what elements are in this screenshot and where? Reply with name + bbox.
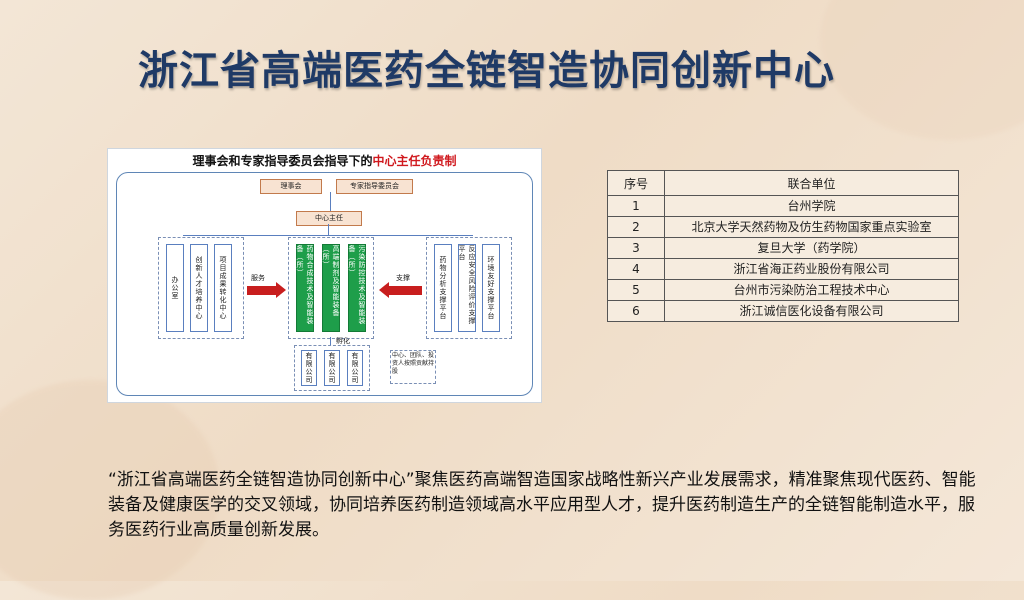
- org-chart-heading: 理事会和专家指导委员会指导下的中心主任负责制: [192, 154, 457, 168]
- org-chart-frame: [116, 172, 533, 396]
- support-arrow: [379, 282, 422, 298]
- table-header-row: 序号 联合单位: [607, 170, 959, 196]
- table-cell: 台州市污染防治工程技术中心: [664, 279, 959, 301]
- connector-line: [183, 235, 473, 236]
- company-group: [294, 345, 370, 391]
- connector-line: [330, 192, 331, 212]
- table-cell: 浙江省海正药业股份有限公司: [664, 258, 959, 280]
- support-label: 支撑: [396, 274, 410, 282]
- institute-group: [288, 237, 374, 339]
- expert-committee-box: 专家指导委员会: [336, 179, 413, 194]
- platform-column: 反应安全风险评价支撑平台: [458, 244, 476, 332]
- platform-column: 环境友好支撑平台: [482, 244, 500, 332]
- background-stain: [0, 380, 220, 600]
- table-cell: 北京大学天然药物及仿生药物国家重点实验室: [664, 216, 959, 238]
- talent-center-column: 创新人才培养中心: [190, 244, 208, 332]
- service-arrow: [247, 282, 286, 298]
- table-header: 序号: [607, 170, 665, 196]
- board-box: 理事会: [260, 179, 322, 194]
- company-column: 有限公司: [324, 350, 340, 386]
- platform-group: [426, 237, 512, 339]
- table-cell: 浙江诚信医化设备有限公司: [664, 300, 959, 322]
- platform-column: 药物分析支撑平台: [434, 244, 452, 332]
- table-cell: 5: [607, 279, 665, 301]
- connector-line: [328, 224, 329, 236]
- connector-line: [330, 337, 331, 345]
- office-column: 办公室: [166, 244, 184, 332]
- admin-group: [158, 237, 244, 339]
- table-cell: 2: [607, 216, 665, 238]
- table-cell: 4: [607, 258, 665, 280]
- table-header: 联合单位: [664, 170, 959, 196]
- table-cell: 3: [607, 237, 665, 259]
- table-cell: 1: [607, 195, 665, 217]
- incubate-label: 孵化: [336, 337, 350, 345]
- table-cell: 复旦大学（药学院）: [664, 237, 959, 259]
- table-cell: 6: [607, 300, 665, 322]
- incubate-note: 中心、团队、投资人按照贡献持股: [390, 350, 436, 384]
- org-chart: 理事会和专家指导委员会指导下的中心主任负责制 理事会 专家指导委员会 中心主任 …: [107, 148, 542, 403]
- company-column: 有限公司: [301, 350, 317, 386]
- director-box: 中心主任: [296, 211, 362, 226]
- table-cell: 台州学院: [664, 195, 959, 217]
- institute-column: 污染防控技术及智能装备（所）: [348, 244, 366, 332]
- company-column: 有限公司: [347, 350, 363, 386]
- transfer-center-column: 项目成果转化中心: [214, 244, 232, 332]
- org-chart-heading-highlight: 中心主任负责制: [372, 154, 457, 168]
- institute-column: 药物合成技术及智能装备（所）: [296, 244, 314, 332]
- service-label: 服务: [251, 274, 265, 282]
- description-text: “浙江省高端医药全链智造协同创新中心”聚焦医药高端智造国家战略性新兴产业发展需求…: [108, 470, 976, 540]
- page-title: 浙江省高端医药全链智造协同创新中心: [138, 48, 835, 94]
- institute-column: 高端制剂及智能装备（所）: [322, 244, 340, 332]
